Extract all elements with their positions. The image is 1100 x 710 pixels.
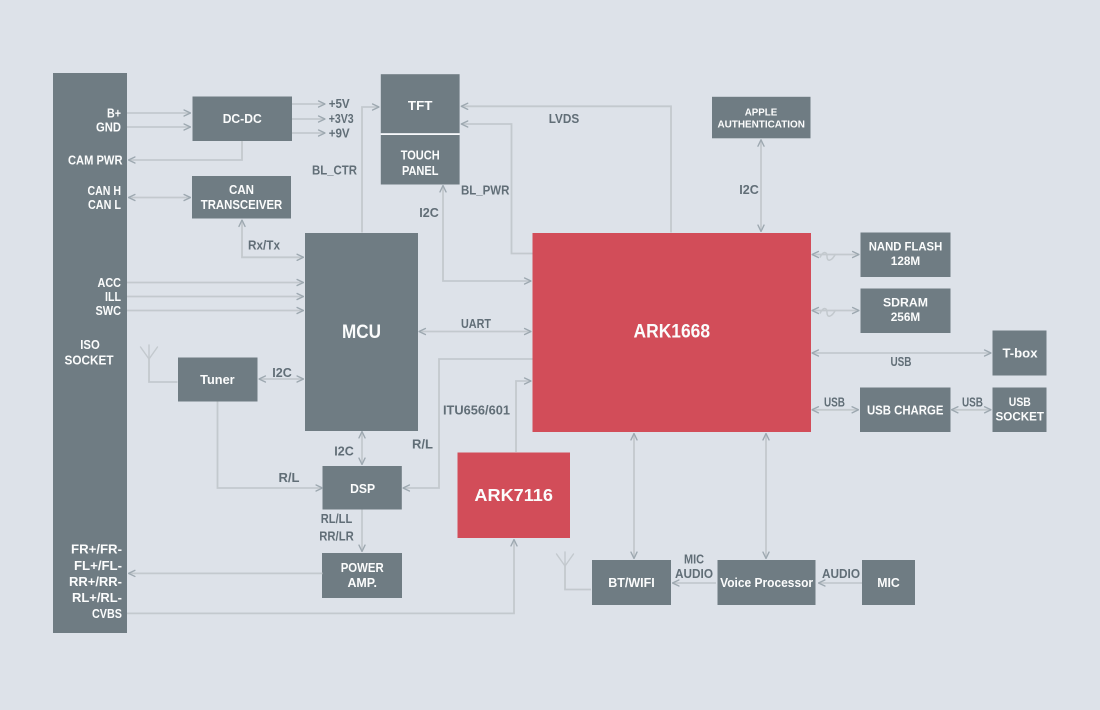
- svg-text:CVBS: CVBS: [92, 606, 122, 621]
- svg-text:SDRAM: SDRAM: [883, 296, 928, 310]
- svg-text:USB: USB: [891, 354, 912, 369]
- svg-text:I2C: I2C: [334, 443, 354, 458]
- svg-text:+9V: +9V: [329, 125, 350, 140]
- svg-text:SOCKET: SOCKET: [65, 352, 114, 367]
- svg-text:BL_PWR: BL_PWR: [461, 182, 510, 197]
- svg-text:POWER: POWER: [341, 560, 384, 575]
- svg-text:DC-DC: DC-DC: [223, 111, 262, 126]
- svg-text:FR+/FR-: FR+/FR-: [71, 542, 122, 557]
- svg-text:LVDS: LVDS: [549, 111, 580, 126]
- svg-text:RL/LL: RL/LL: [321, 511, 353, 526]
- svg-text:AUDIO: AUDIO: [675, 566, 713, 581]
- svg-text:Tuner: Tuner: [200, 372, 235, 387]
- svg-text:AUTHENTICATION: AUTHENTICATION: [717, 119, 805, 131]
- svg-text:BT/WIFI: BT/WIFI: [608, 575, 655, 590]
- svg-text:ITU656/601: ITU656/601: [443, 402, 510, 417]
- svg-text:PANEL: PANEL: [402, 163, 439, 178]
- svg-text:Voice Processor: Voice Processor: [720, 575, 813, 590]
- svg-text:USB: USB: [962, 394, 983, 409]
- svg-text:MCU: MCU: [342, 321, 381, 343]
- svg-text:CAN L: CAN L: [88, 197, 121, 212]
- svg-text:APPLE: APPLE: [745, 107, 778, 119]
- svg-text:TRANSCEIVER: TRANSCEIVER: [201, 197, 283, 212]
- svg-text:SOCKET: SOCKET: [996, 410, 1045, 424]
- svg-text:DSP: DSP: [350, 481, 375, 496]
- svg-text:RL+/RL-: RL+/RL-: [72, 590, 122, 605]
- svg-text:I2C: I2C: [419, 205, 439, 220]
- svg-text:AUDIO: AUDIO: [822, 566, 860, 581]
- svg-text:I2C: I2C: [739, 182, 759, 197]
- svg-text:BL_CTR: BL_CTR: [312, 162, 357, 177]
- svg-text:CAN: CAN: [229, 182, 254, 197]
- svg-text:ACC: ACC: [98, 275, 122, 290]
- svg-text:TOUCH: TOUCH: [401, 147, 440, 162]
- svg-text:B+: B+: [107, 105, 121, 120]
- svg-text:TFT: TFT: [408, 98, 433, 113]
- svg-text:USB CHARGE: USB CHARGE: [867, 402, 944, 417]
- svg-text:Rx/Tx: Rx/Tx: [248, 237, 281, 252]
- svg-text:GND: GND: [96, 119, 121, 134]
- svg-text:R/L: R/L: [279, 470, 300, 485]
- svg-text:+3V3: +3V3: [329, 111, 354, 126]
- svg-text:NAND FLASH: NAND FLASH: [869, 240, 943, 254]
- svg-text:MIC: MIC: [684, 551, 704, 566]
- svg-text:CAM PWR: CAM PWR: [68, 152, 123, 167]
- svg-text:R/L: R/L: [412, 436, 433, 451]
- svg-text:+5V: +5V: [329, 96, 350, 111]
- svg-text:ISO: ISO: [80, 337, 100, 352]
- svg-text:CAN H: CAN H: [88, 183, 122, 198]
- svg-text:SWC: SWC: [96, 303, 122, 318]
- svg-text:T-box: T-box: [1003, 346, 1039, 361]
- svg-text:128M: 128M: [891, 254, 921, 268]
- svg-text:USB: USB: [824, 394, 845, 409]
- svg-text:ARK1668: ARK1668: [634, 322, 711, 343]
- svg-text:FL+/FL-: FL+/FL-: [74, 558, 122, 573]
- svg-text:AMP.: AMP.: [347, 575, 377, 590]
- svg-text:I2C: I2C: [272, 365, 292, 380]
- svg-text:ARK7116: ARK7116: [474, 485, 553, 505]
- svg-text:UART: UART: [461, 316, 491, 331]
- svg-text:RR/LR: RR/LR: [319, 528, 354, 543]
- svg-text:USB: USB: [1009, 395, 1031, 409]
- svg-text:RR+/RR-: RR+/RR-: [69, 574, 122, 589]
- svg-text:256M: 256M: [891, 310, 921, 324]
- svg-text:ILL: ILL: [105, 289, 121, 304]
- svg-text:MIC: MIC: [877, 575, 900, 590]
